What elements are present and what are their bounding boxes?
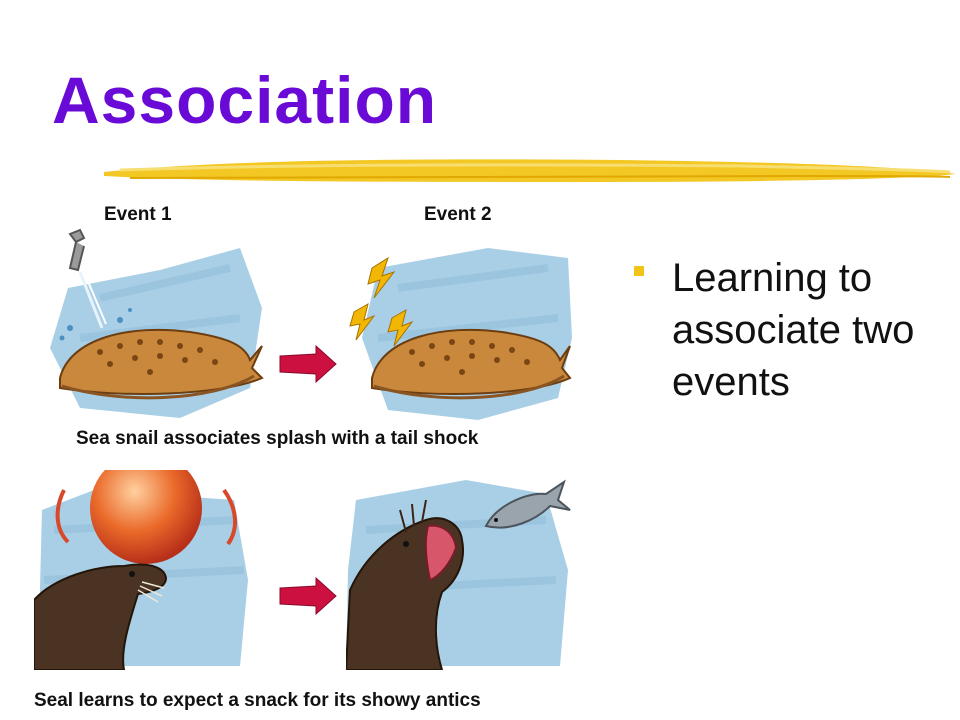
snail-shock-illustration	[349, 248, 572, 420]
seal-caption: Seal learns to expect a snack for its sh…	[34, 690, 481, 711]
seal-arrow	[279, 576, 337, 616]
snail-caption: Sea snail associates splash with a tail …	[76, 428, 479, 449]
snail-splash-illustration	[50, 228, 264, 418]
slide-title: Association	[52, 63, 438, 137]
snail-arrow	[279, 344, 337, 384]
event-2-label: Event 2	[424, 204, 492, 225]
bullet-square-icon	[634, 266, 644, 276]
title-underline	[104, 159, 956, 182]
event-1-label: Event 1	[104, 204, 172, 225]
seal-ball-illustration	[34, 470, 248, 670]
seal-fish-illustration	[346, 479, 571, 670]
bullet-text: Learning to associate two events	[672, 256, 915, 404]
